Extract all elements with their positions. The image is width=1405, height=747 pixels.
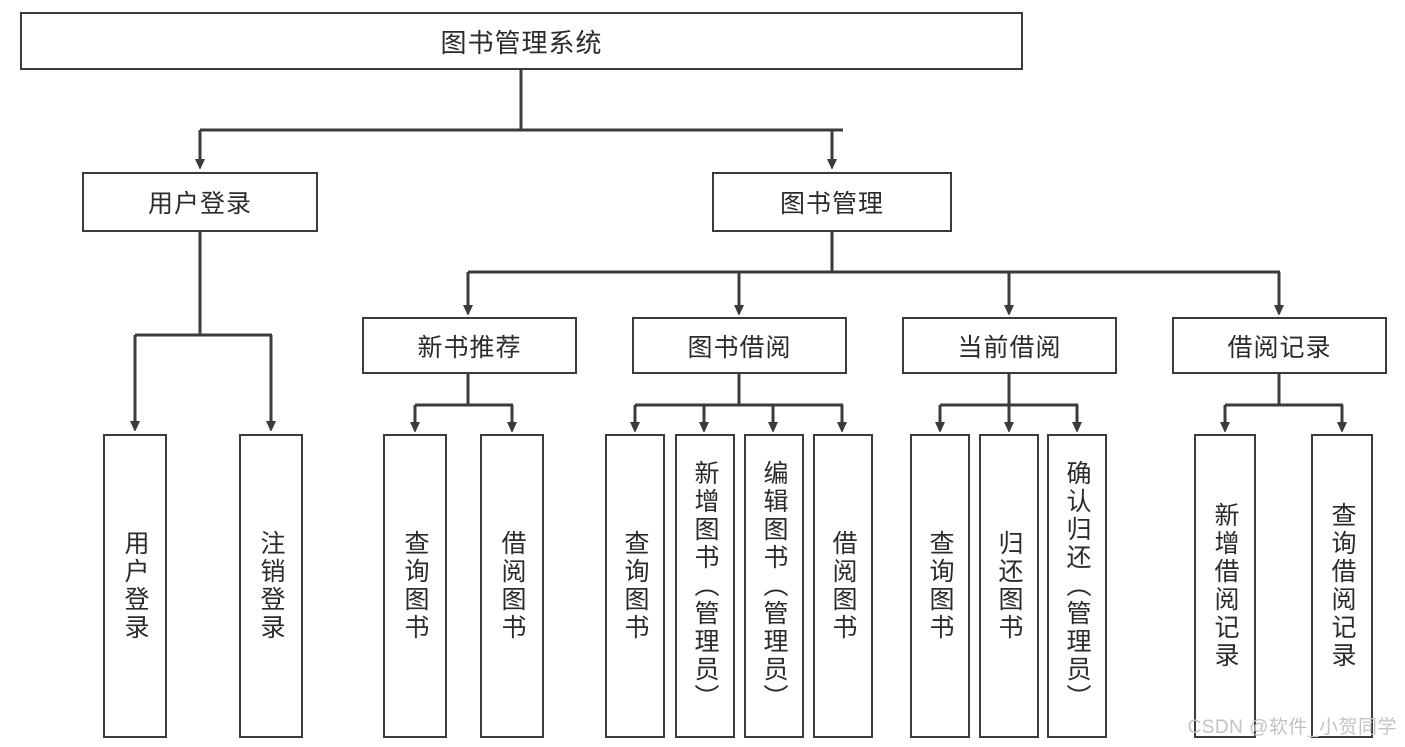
leaf-query-book-3-label: 查询图书 [926,530,954,642]
node-borrow-record[interactable]: 借阅记录 [1172,317,1387,374]
leaf-query-book-2-label: 查询图书 [621,530,649,642]
node-new-book-recommend[interactable]: 新书推荐 [362,317,577,374]
leaf-query-book-1[interactable]: 查询图书 [383,434,447,738]
leaf-edit-book-admin[interactable]: 编辑图书（管理员） [744,434,804,738]
leaf-query-borrow-record-label: 查询借阅记录 [1328,502,1356,670]
leaf-return-book[interactable]: 归还图书 [979,434,1039,738]
node-current-borrow-label: 当前借阅 [957,333,1062,362]
node-current-borrow[interactable]: 当前借阅 [902,317,1117,374]
leaf-borrow-book-2[interactable]: 借阅图书 [813,434,873,738]
leaf-query-book-2[interactable]: 查询图书 [605,434,665,738]
leaf-query-borrow-record[interactable]: 查询借阅记录 [1311,434,1373,738]
leaf-query-book-3[interactable]: 查询图书 [910,434,970,738]
leaf-user-login[interactable]: 用户登录 [103,434,167,738]
leaf-query-book-1-label: 查询图书 [401,530,429,642]
node-user-login-label: 用户登录 [147,190,252,218]
watermark-text: CSDN @软件_小贺同学 [1187,717,1397,738]
leaf-logout-login-label: 注销登录 [257,530,285,642]
leaf-borrow-book-2-label: 借阅图书 [829,530,857,642]
leaf-borrow-book-1[interactable]: 借阅图书 [480,434,544,738]
node-book-manage[interactable]: 图书管理 [712,172,952,232]
leaf-add-book-admin-label: 新增图书（管理员） [691,460,719,712]
leaf-return-book-label: 归还图书 [995,530,1023,642]
leaf-add-book-admin[interactable]: 新增图书（管理员） [675,434,735,738]
node-user-login[interactable]: 用户登录 [82,172,318,232]
node-root-system-label: 图书管理系统 [440,27,603,58]
node-borrow-record-label: 借阅记录 [1227,333,1332,362]
leaf-add-borrow-record[interactable]: 新增借阅记录 [1194,434,1256,738]
leaf-edit-book-admin-label: 编辑图书（管理员） [760,460,788,712]
node-book-borrow-label: 图书借阅 [687,333,792,362]
node-root-system[interactable]: 图书管理系统 [20,12,1023,70]
node-book-manage-label: 图书管理 [779,190,884,218]
leaf-confirm-return-admin-label: 确认归还（管理员） [1063,460,1091,712]
node-new-book-recommend-label: 新书推荐 [417,333,522,362]
leaf-borrow-book-1-label: 借阅图书 [498,530,526,642]
leaf-logout-login[interactable]: 注销登录 [239,434,303,738]
leaf-add-borrow-record-label: 新增借阅记录 [1211,502,1239,670]
leaf-user-login-label: 用户登录 [121,530,149,642]
leaf-confirm-return-admin[interactable]: 确认归还（管理员） [1047,434,1107,738]
node-book-borrow[interactable]: 图书借阅 [632,317,847,374]
